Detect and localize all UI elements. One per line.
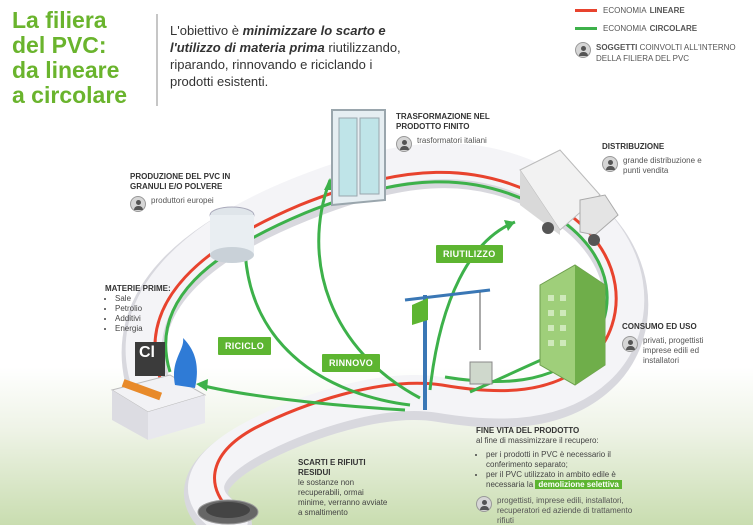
materie-item: Sale xyxy=(115,294,195,304)
person-icon xyxy=(622,336,638,352)
consumo-subject: privati, progettisti imprese edili ed in… xyxy=(622,336,732,366)
title-line-1: La filiera xyxy=(12,7,107,33)
materie-title: MATERIE PRIME: xyxy=(105,284,171,293)
legend-soggetti-rest: COINVOLTI ALL'INTERNO DELLA FILIERA DEL … xyxy=(596,43,736,63)
legend-soggetti: SOGGETTI COINVOLTI ALL'INTERNO DELLA FIL… xyxy=(575,42,750,64)
legend-circular-prefix: ECONOMIA xyxy=(603,24,647,33)
intro-emphasis: minimizzare lo scarto e l'utilizzo di ma… xyxy=(170,23,386,55)
legend-linear-prefix: ECONOMIA xyxy=(603,6,647,15)
legend-circular-swatch xyxy=(575,27,597,30)
intro-part-2: riutilizzando, riparando, rinnovando e r… xyxy=(170,40,401,89)
produzione-subject: produttori europei xyxy=(130,196,245,212)
page-title: La filiera del PVC: da lineare a circola… xyxy=(12,8,157,108)
pvc-drum-icon xyxy=(209,206,255,263)
consumo-title: CONSUMO ED USO xyxy=(622,322,697,331)
person-icon xyxy=(476,496,492,512)
trasformazione-title: TRASFORMAZIONE NEL PRODOTTO FINITO xyxy=(396,112,490,131)
riutilizzo-pill: RIUTILIZZO xyxy=(436,245,503,263)
scarti-title: SCARTI E RIFIUTI RESIDUI xyxy=(298,458,366,477)
person-icon xyxy=(396,136,412,152)
stage-consumo: CONSUMO ED USO privati, progettisti impr… xyxy=(622,322,732,366)
intro-part-1: L'obiettivo è xyxy=(170,23,243,38)
distribuzione-title: DISTRIBUZIONE xyxy=(602,142,665,151)
scarti-text: le sostanze non recuperabili, ormai mini… xyxy=(298,478,388,517)
materie-item: Additivi xyxy=(115,314,195,324)
trasformazione-subject-text: trasformatori italiani xyxy=(417,136,487,145)
riciclo-arrow xyxy=(243,249,411,407)
riutilizzo-arrow xyxy=(428,220,516,391)
window-icon xyxy=(331,109,386,207)
legend-linear-bold: LINEARE xyxy=(649,6,685,15)
title-line-4: a circolare xyxy=(12,82,128,108)
consumo-subject-text: privati, progettisti imprese edili ed in… xyxy=(643,336,704,365)
materie-list: Sale Petrolio Additivi Energia xyxy=(105,294,195,334)
legend-linear-swatch xyxy=(575,9,597,12)
demolizione-highlight: demolizione selettiva xyxy=(535,480,622,489)
raw-recycle-arrow xyxy=(199,383,406,412)
stage-distribuzione: DISTRIBUZIONE grande distribuzione e pun… xyxy=(602,142,712,176)
stage-scarti: SCARTI E RIFIUTI RESIDUI le sostanze non… xyxy=(298,458,393,518)
title-line-3: da lineare xyxy=(12,57,120,83)
raw-materials-box xyxy=(110,338,207,440)
intro-paragraph: L'obiettivo è minimizzare lo scarto e l'… xyxy=(170,22,410,90)
fine-vita-list: per i prodotti in PVC è necessario il co… xyxy=(476,450,651,490)
trasformazione-subject: trasformatori italiani xyxy=(396,136,516,152)
stage-materie-prime: MATERIE PRIME: Sale Petrolio Additivi En… xyxy=(105,284,195,334)
title-line-2: del PVC: xyxy=(12,32,107,58)
fine-vita-bullet: per i prodotti in PVC è necessario il co… xyxy=(486,450,651,470)
truck-icon xyxy=(519,149,619,246)
building-icon xyxy=(539,264,606,386)
stage-produzione: PRODUZIONE DEL PVC IN GRANULI E/O POLVER… xyxy=(130,172,245,212)
fine-vita-subject: progettisti, imprese edili, installatori… xyxy=(476,496,651,525)
person-icon xyxy=(575,42,591,58)
fine-vita-bullet: per il PVC utilizzato in ambito edile è … xyxy=(486,470,651,490)
rinnovo-arrow xyxy=(317,179,421,400)
rinnovo-pill: RINNOVO xyxy=(322,354,381,372)
crane-icon xyxy=(404,288,493,410)
legend-soggetti-bold: SOGGETTI xyxy=(596,43,638,52)
produzione-title: PRODUZIONE DEL PVC IN GRANULI E/O POLVER… xyxy=(130,172,231,191)
stage-fine-vita: FINE VITA DEL PRODOTTO al fine di massim… xyxy=(476,426,651,525)
distribuzione-subject: grande distribuzione e punti vendita xyxy=(602,156,712,176)
title-divider xyxy=(156,14,158,106)
legend-circular-bold: CIRCOLARE xyxy=(649,24,698,33)
person-icon xyxy=(602,156,618,172)
fine-vita-title: FINE VITA DEL PRODOTTO xyxy=(476,426,580,435)
fine-vita-intro: al fine di massimizzare il recupero: xyxy=(476,436,599,445)
disposal-manhole-icon xyxy=(197,499,259,525)
fine-vita-subject-text: progettisti, imprese edili, installatori… xyxy=(497,496,633,525)
materie-item: Petrolio xyxy=(115,304,195,314)
fine-vita-bullet2-text: per il PVC utilizzato in ambito edile è … xyxy=(486,470,616,489)
stage-trasformazione: TRASFORMAZIONE NEL PRODOTTO FINITO trasf… xyxy=(396,112,516,152)
materie-item: Energia xyxy=(115,324,195,334)
distribuzione-subject-text: grande distribuzione e punti vendita xyxy=(623,156,702,175)
person-icon xyxy=(130,196,146,212)
linear-flow-line xyxy=(153,170,618,517)
riciclo-pill: RICICLO xyxy=(218,337,272,355)
chlorine-symbol: Cl xyxy=(139,344,155,361)
produzione-subject-text: produttori europei xyxy=(151,196,214,205)
track-surface xyxy=(125,143,645,525)
